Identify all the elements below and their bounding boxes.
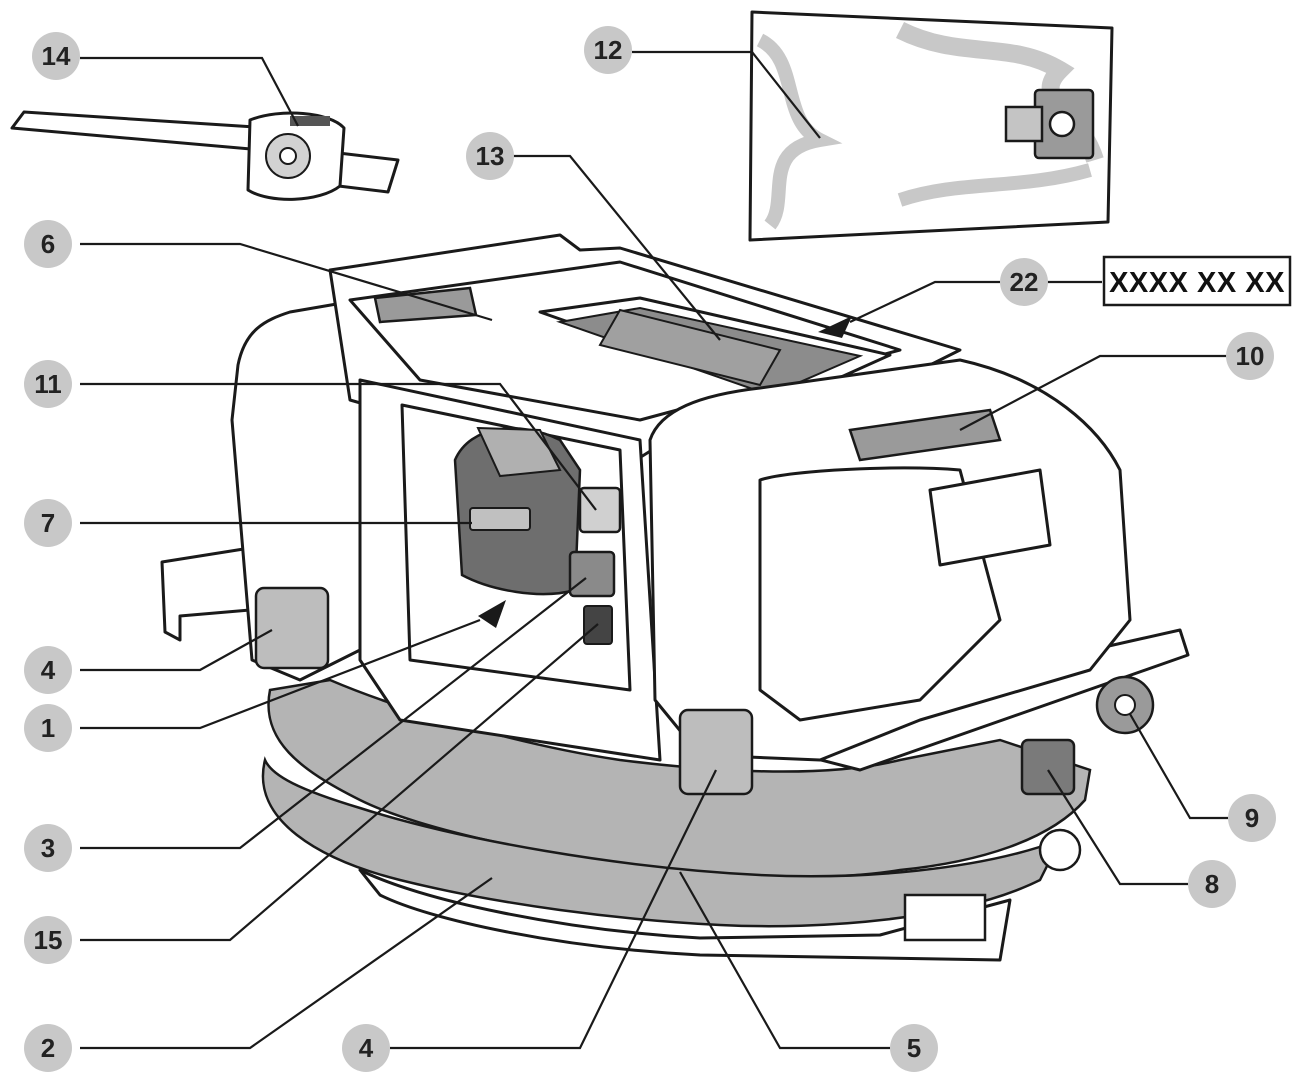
callout-6: 6 xyxy=(24,220,72,268)
callout-15: 15 xyxy=(24,916,72,964)
callout-2: 2 xyxy=(24,1024,72,1072)
svg-text:7: 7 xyxy=(41,508,55,538)
callout-4-bottom: 4 xyxy=(342,1024,390,1072)
vacuum-body xyxy=(160,233,1190,962)
svg-text:1: 1 xyxy=(41,713,55,743)
callout-12: 12 xyxy=(584,26,632,74)
callout-9: 9 xyxy=(1228,794,1276,842)
callout-10: 10 xyxy=(1226,332,1274,380)
callout-7: 7 xyxy=(24,499,72,547)
svg-text:11: 11 xyxy=(34,369,62,399)
svg-text:13: 13 xyxy=(476,141,505,171)
callout-22: 22 xyxy=(1000,258,1048,306)
carrying-strap xyxy=(10,110,400,201)
part-number-box: XXXX XX XX xyxy=(1102,255,1292,307)
part-number-text: XXXX XX XX xyxy=(1109,267,1285,299)
callout-13: 13 xyxy=(466,132,514,180)
filter-bag xyxy=(748,10,1114,242)
svg-text:2: 2 xyxy=(41,1033,55,1063)
callout-11: 11 xyxy=(24,360,72,408)
svg-text:8: 8 xyxy=(1205,869,1219,899)
callout-1: 1 xyxy=(24,704,72,752)
svg-text:5: 5 xyxy=(907,1033,921,1063)
svg-text:10: 10 xyxy=(1236,341,1265,371)
callout-4-left: 4 xyxy=(24,646,72,694)
svg-text:22: 22 xyxy=(1010,267,1039,297)
svg-text:14: 14 xyxy=(42,41,71,71)
svg-text:4: 4 xyxy=(359,1033,374,1063)
leader-lines xyxy=(80,50,1228,1050)
svg-text:4: 4 xyxy=(41,655,56,685)
svg-text:3: 3 xyxy=(41,833,55,863)
svg-text:12: 12 xyxy=(594,35,623,65)
callout-3: 3 xyxy=(24,824,72,872)
callout-8: 8 xyxy=(1188,860,1236,908)
svg-text:9: 9 xyxy=(1245,803,1259,833)
callout-5: 5 xyxy=(890,1024,938,1072)
callout-14: 14 xyxy=(32,32,80,80)
svg-text:15: 15 xyxy=(34,925,63,955)
svg-text:6: 6 xyxy=(41,229,55,259)
